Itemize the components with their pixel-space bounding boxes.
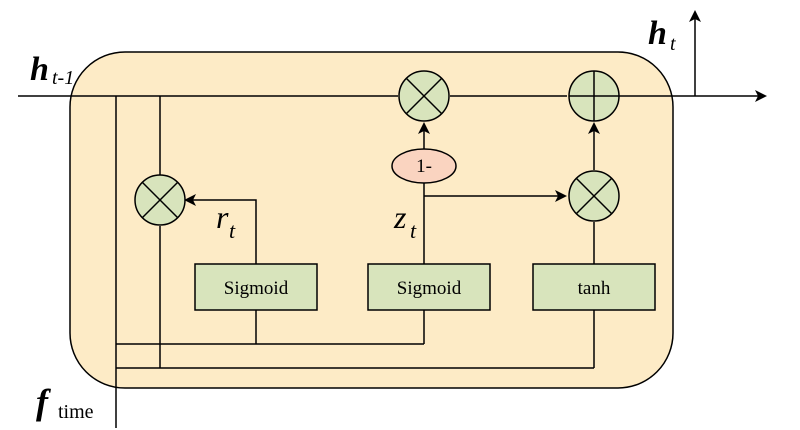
one-minus-label: 1- [416,156,432,177]
label-h-prev: h t-1 [30,51,74,89]
circle-times-icon [405,77,443,115]
f-sub: time [58,401,94,423]
update-gate-label: Sigmoid [397,278,462,299]
circle-times-icon [575,177,613,215]
h-prev-sub: t-1 [52,67,74,89]
label-f-time: f time [36,382,94,423]
one-minus-node: 1- [391,148,457,184]
add-node [568,70,620,122]
z-main: z [393,199,407,235]
label-h-out: h t [648,15,676,55]
h-prev-main: h [30,51,49,88]
reset-signal-line [184,194,257,264]
reset-gate-label: Sigmoid [224,278,289,299]
label-z-t: z t [393,199,417,243]
reset-multiply-node [134,174,186,226]
circle-times-icon [141,181,179,219]
r-sub: t [229,218,236,243]
r-main: r [216,199,229,235]
z-sub: t [410,218,417,243]
multiply-node-main [398,70,450,122]
update-gate-box: Sigmoid [367,263,491,311]
f-main: f [36,382,51,422]
h-out-main: h [648,15,667,52]
reset-gate-box: Sigmoid [194,263,318,311]
h-out-sub: t [670,33,676,55]
candidate-gate-label: tanh [578,278,611,299]
candidate-gate-box: tanh [532,263,656,311]
circle-plus-icon [569,71,619,121]
candidate-multiply-node [568,170,620,222]
label-r-t: r t [216,199,236,243]
